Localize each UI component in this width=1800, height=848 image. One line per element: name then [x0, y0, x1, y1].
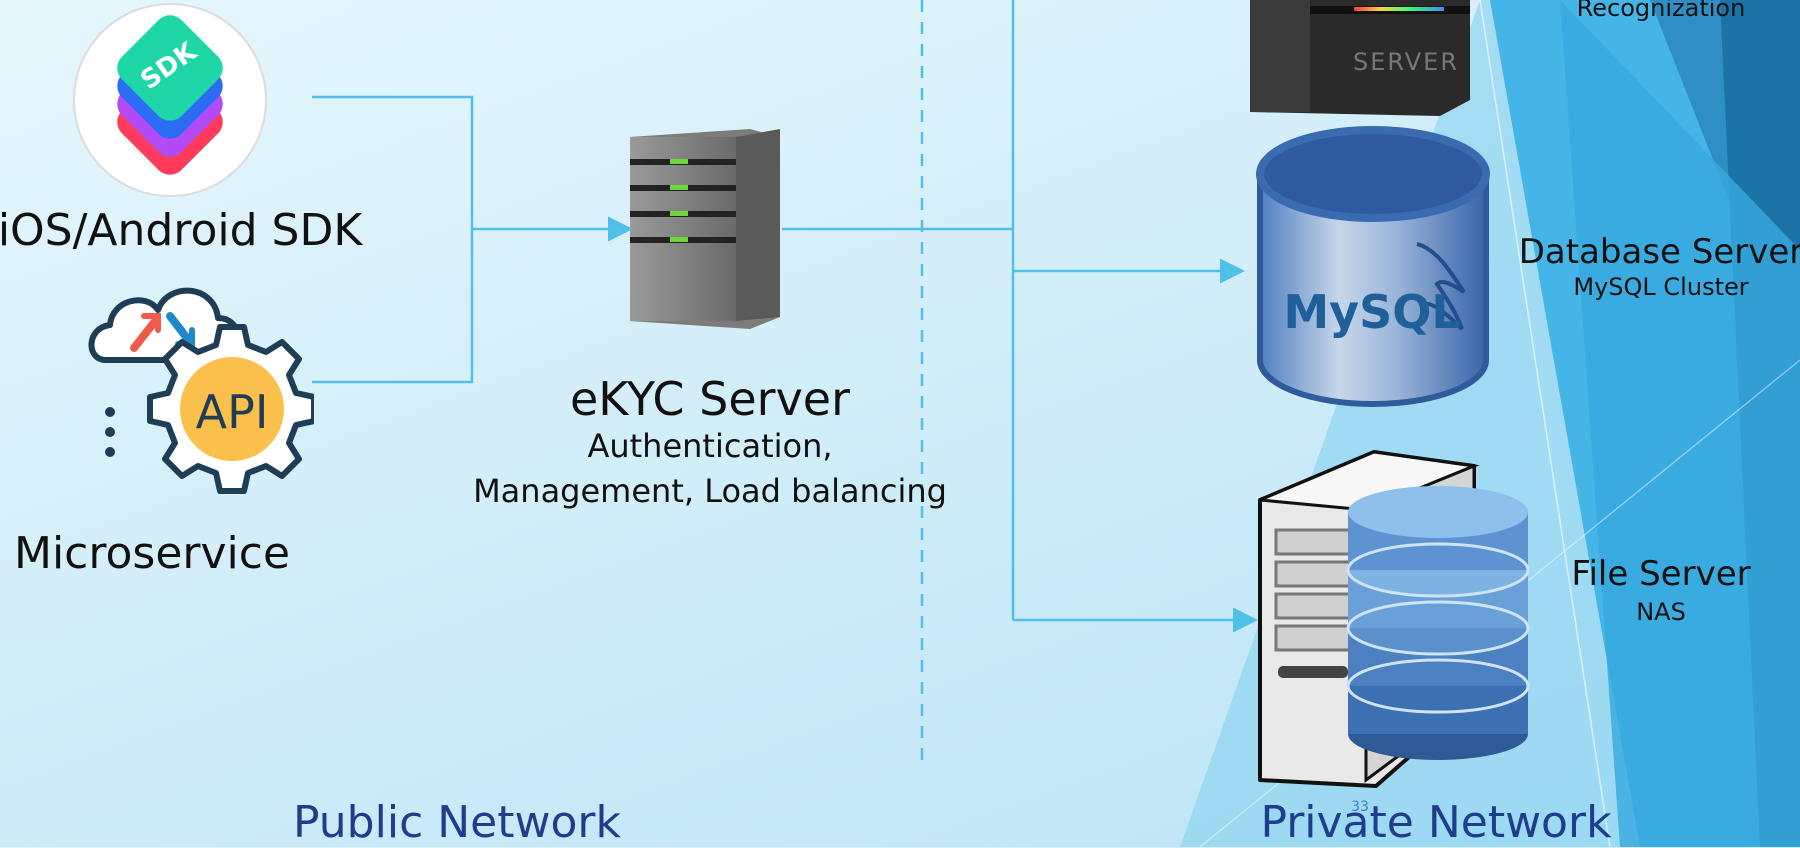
- cloud-api-icon: [88, 287, 314, 494]
- ekyc-server-icon: [630, 129, 780, 329]
- face-server-icon: SERVER: [1250, 0, 1470, 116]
- ekyc-title: eKYC Server: [570, 372, 850, 426]
- bg-thin-line: [1479, 0, 1611, 847]
- api-badge-text: API: [195, 385, 269, 439]
- db-server-sub: MySQL Cluster: [1573, 273, 1749, 301]
- bg-triangle-accent: [1560, 0, 1800, 847]
- face-server-sub: Recognization: [1576, 0, 1746, 22]
- ekyc-desc-line2: Management, Load balancing: [473, 472, 947, 510]
- private-network-label: Private Network: [1260, 797, 1612, 848]
- sdk-icon: SDK: [73, 3, 267, 197]
- ekyc-desc-line1: Authentication,: [587, 427, 833, 465]
- api-connector: [312, 229, 474, 384]
- face-server-case-text: SERVER: [1353, 48, 1459, 76]
- microservice-label: Microservice: [13, 528, 291, 579]
- slide-number: 33: [1351, 799, 1369, 815]
- mysql-logo-text: MySQL: [1283, 285, 1460, 339]
- db-server-title: Database Server: [1518, 232, 1800, 272]
- mysql-database-icon: MySQL: [1256, 126, 1490, 407]
- file-server-icon: [1258, 450, 1530, 788]
- sdk-connector: [312, 95, 474, 229]
- public-network-label: Public Network: [293, 797, 621, 848]
- file-server-title: File Server: [1571, 554, 1751, 594]
- sdk-label: iOS/Android SDK: [0, 205, 363, 256]
- file-server-sub: NAS: [1636, 598, 1686, 626]
